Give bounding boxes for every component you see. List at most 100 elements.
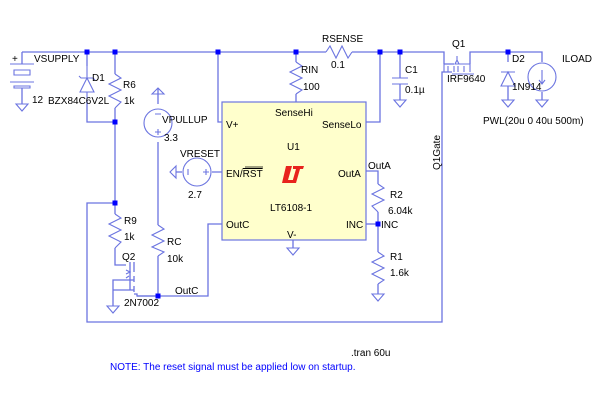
junction [112,119,118,125]
ground-icon [105,305,121,314]
pin-en-rst: EN/RST [226,169,263,180]
u1-ic-body[interactable] [221,101,367,241]
ground-icon [14,103,30,112]
r9-name: R9 [124,216,137,227]
q1-pmos-symbol[interactable] [443,56,474,75]
junction [155,293,161,299]
junction [375,221,381,227]
net-labels: OutA INC OutC Q1Gate [175,135,443,297]
d1-zener-symbol[interactable] [78,66,96,100]
ground-icon [392,99,408,108]
q2-name: Q2 [122,252,136,263]
r1-name: R1 [390,252,403,263]
c1-value: 0.1µ [405,85,425,96]
ground-icon [500,99,516,108]
pin-sensehi: SenseHi [275,108,313,119]
ground-icon [285,247,301,256]
ground-icon [534,99,550,108]
net-q1gate: Q1Gate [432,135,443,170]
vreset-value: 2.7 [188,190,202,201]
vsupply-value: 12 [32,95,44,106]
rin-symbol[interactable] [288,61,304,95]
wire-senselo [366,52,381,123]
rst-overbar-text: RST [243,169,263,180]
junction [293,49,299,55]
wire-vplus [217,52,222,123]
d1-value: BZX84C6V2L [48,96,110,107]
ic-pin-labels: SenseHi SenseLo V+ EN/RST OutA OutC INC … [226,108,363,241]
rc-value: 10k [167,254,184,265]
r1-symbol[interactable] [370,251,386,285]
junction [112,49,118,55]
junction [397,49,403,55]
vsupply-battery-symbol[interactable]: + [10,54,34,112]
q2-terminals [112,279,160,302]
vreset-source-symbol[interactable] [169,157,212,187]
r2-name: R2 [390,190,403,201]
net-inc: INC [381,220,398,231]
pin-inc: INC [346,220,363,231]
r1-value: 1.6k [390,268,410,279]
rin-value: 100 [303,82,320,93]
pin-outa: OutA [338,169,361,180]
ground-icon [150,87,166,95]
net-outa: OutA [368,161,391,172]
d2-diode-symbol[interactable] [500,70,516,108]
vpullup-value: 3.3 [164,133,178,144]
c1-capacitor-symbol[interactable] [392,77,408,108]
startup-note: NOTE: The reset signal must be applied l… [110,362,356,373]
iload-current-source-symbol[interactable] [527,62,557,108]
vpullup-name: VPULLUP [162,115,208,126]
rin-name: RIN [301,65,318,76]
pin-outc: OutC [226,220,249,231]
q2-value: 2N7002 [124,298,159,309]
pin-vplus: V+ [226,120,239,131]
junction [505,49,511,55]
q1-name: Q1 [452,39,466,50]
wire-q1-source [442,51,445,64]
q2-arrow [125,269,132,279]
rsense-value: 0.1 [331,60,345,71]
junction [112,200,118,206]
c1-name: C1 [405,65,418,76]
ground-icon [169,164,177,180]
svg-text:+: + [12,54,18,65]
vsupply-name: VSUPPLY [34,54,80,65]
d2-name: D2 [512,54,525,65]
u1-part: LT6108-1 [270,203,313,214]
net-outc: OutC [175,286,198,297]
component-labels: VSUPPLY 12 D1 BZX84C6V2L R6 1k VPULLUP 3… [32,34,592,309]
rsense-symbol[interactable] [325,44,353,60]
wire-q1-gate [441,71,452,90]
iload-value: PWL(20u 0 40u 500m) [483,116,584,127]
junction [215,49,221,55]
r9-value: 1k [124,232,136,243]
wire-q1gate-loop [86,90,443,323]
r2-value: 6.04k [388,206,413,217]
q1-value: IRF9640 [447,74,486,85]
wire-outc [137,223,222,297]
junctions [84,49,511,299]
rc-symbol[interactable] [150,224,166,257]
r2-symbol[interactable] [370,183,386,213]
tran-directive[interactable]: .tran 60u [351,348,390,359]
r6-value: 1k [124,96,136,107]
wire-outa-r2-r1 [366,170,379,294]
u1-name: U1 [287,142,300,153]
r6-symbol[interactable] [107,73,123,109]
pin-vminus: V- [287,230,296,241]
junction [84,49,90,55]
ground-icon [370,293,386,302]
lt-logo-icon [282,166,304,183]
pin-senselo: SenseLo [322,120,362,131]
vreset-name: VRESET [180,149,220,160]
resistor-symbols [107,44,386,285]
r6-name: R6 [123,80,136,91]
vpullup-source-symbol[interactable] [143,87,173,138]
r9-symbol[interactable] [107,213,123,249]
d2-value: 1N914 [512,82,542,93]
iload-name: ILOAD [562,54,592,65]
rc-name: RC [167,237,181,248]
d1-name: D1 [92,73,105,84]
